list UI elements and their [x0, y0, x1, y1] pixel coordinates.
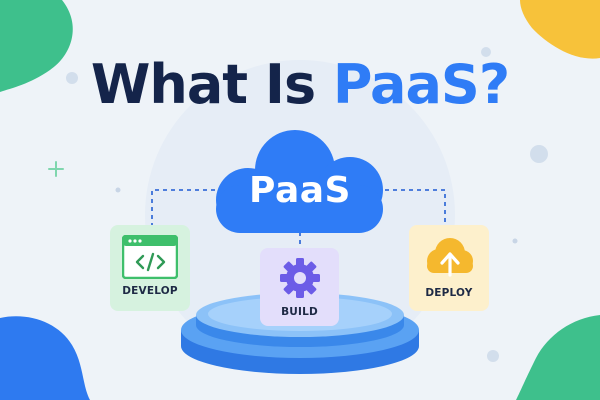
deploy-card: DEPLOY	[409, 225, 489, 311]
cloud-upload-icon	[427, 238, 473, 277]
build-label: BUILD	[281, 306, 318, 318]
page-title: What Is PaaS?	[0, 58, 600, 112]
title-prefix: What Is	[90, 53, 333, 116]
develop-label: DEVELOP	[122, 285, 178, 297]
develop-card: DEVELOP	[110, 225, 190, 311]
title-highlight: PaaS?	[332, 53, 510, 116]
code-window-icon	[122, 235, 178, 279]
cloud-label: PaaS	[249, 170, 351, 211]
build-card: BUILD	[260, 248, 339, 326]
deploy-label: DEPLOY	[425, 287, 473, 299]
gear-icon	[279, 258, 320, 298]
